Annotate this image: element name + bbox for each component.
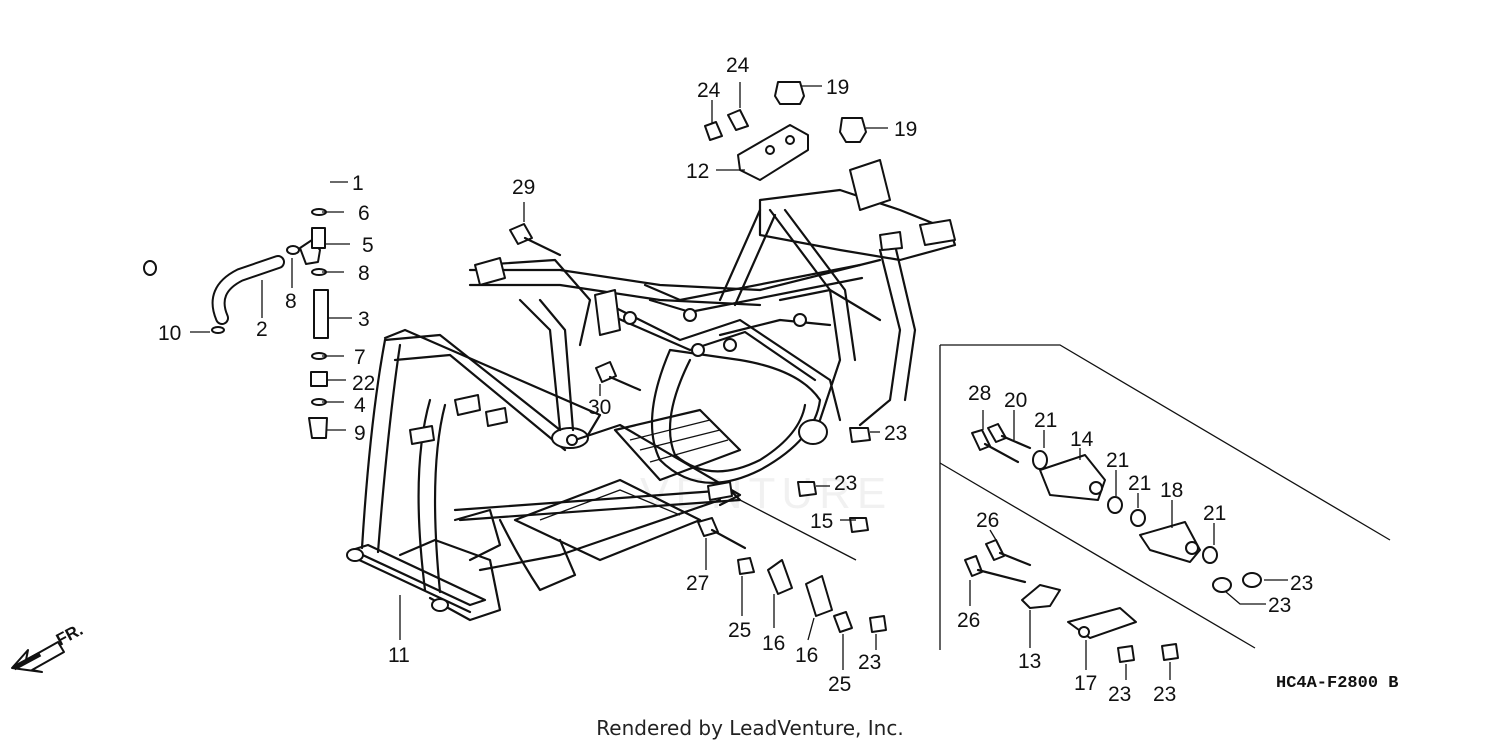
callout-23-f: 23	[1108, 683, 1131, 706]
callout-23-c: 23	[858, 651, 881, 674]
callout-8-right: 8	[358, 262, 370, 285]
lower-small-parts-group	[697, 427, 887, 633]
inset-detail-panel	[939, 344, 1391, 663]
callout-17: 17	[1074, 672, 1097, 695]
callout-11: 11	[388, 644, 410, 667]
callout-16-left: 16	[762, 632, 785, 655]
callout-21-d: 21	[1203, 502, 1226, 525]
front-direction-indicator: FR.	[11, 620, 86, 673]
callout-8-left: 8	[285, 290, 297, 313]
callout-29: 29	[512, 176, 535, 199]
callout-3: 3	[358, 308, 370, 331]
callout-9: 9	[354, 422, 366, 445]
callout-21-b: 21	[1106, 449, 1129, 472]
diagram-code: HC4A-F2800 B	[1276, 674, 1398, 693]
callout-19-top: 19	[826, 76, 849, 99]
callout-25-left: 25	[728, 619, 751, 642]
callout-26-top: 26	[976, 509, 999, 532]
frame-body-illustration	[346, 159, 957, 622]
callout-26-bottom: 26	[957, 609, 980, 632]
callout-21-a: 21	[1034, 409, 1057, 432]
callout-7: 7	[354, 346, 366, 369]
callout-30: 30	[588, 396, 611, 419]
render-credit: Rendered by LeadVenture, Inc.	[596, 716, 904, 740]
callout-1: 1	[352, 172, 364, 195]
callout-22: 22	[352, 372, 375, 395]
callout-14: 14	[1070, 428, 1094, 451]
callout-18: 18	[1160, 479, 1183, 502]
callout-20: 20	[1004, 389, 1027, 412]
callout-23-a: 23	[884, 422, 907, 445]
callout-12: 12	[686, 160, 709, 183]
callout-10: 10	[158, 322, 181, 345]
leader-lines	[190, 82, 1288, 680]
callout-19-lower: 19	[894, 118, 917, 141]
callout-2: 2	[256, 318, 268, 341]
callout-6: 6	[358, 202, 370, 225]
callout-21-c: 21	[1128, 472, 1151, 495]
callout-24-top: 24	[726, 54, 750, 77]
callout-23-d: 23	[1290, 572, 1313, 595]
callout-23-e: 23	[1268, 594, 1291, 617]
callout-25-right: 25	[828, 673, 851, 696]
callout-labels: 1 6 5 8 8 2 10 3 7 22 4 9 11 12 19 19 24…	[158, 54, 1313, 706]
top-hardware-group	[509, 81, 867, 392]
callout-23-b: 23	[834, 472, 857, 495]
callout-15: 15	[810, 510, 833, 533]
callout-13: 13	[1018, 650, 1041, 673]
callout-23-g: 23	[1153, 683, 1176, 706]
callout-24-left: 24	[697, 79, 721, 102]
callout-4: 4	[354, 394, 366, 417]
callout-28: 28	[968, 382, 991, 405]
callout-27: 27	[686, 572, 709, 595]
callout-5: 5	[362, 234, 374, 257]
breather-hose-group	[143, 171, 330, 439]
callout-16-right: 16	[795, 644, 818, 667]
